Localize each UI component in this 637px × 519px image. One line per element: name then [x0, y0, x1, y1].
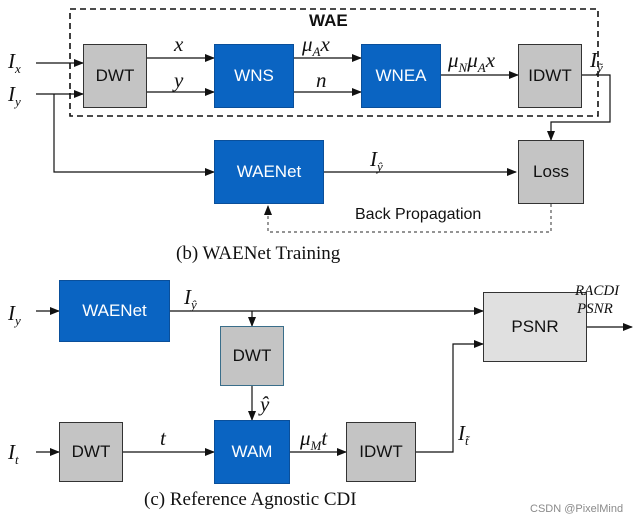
input-iy-inference: Iy: [8, 301, 21, 329]
backprop-label: Back Propagation: [355, 206, 482, 223]
signal-mu-n-mu-a-x: μNμAx: [448, 48, 496, 76]
signal-mu-m-t: μMt: [300, 426, 328, 454]
input-ix: Ix: [8, 49, 21, 77]
signal-mu-a-x: μAx: [302, 32, 330, 60]
waenet-block-inference: WAENet: [59, 280, 170, 342]
arrow-idwt-to-psnr: [416, 340, 484, 453]
arrow-idwt-to-loss: [547, 74, 611, 141]
signal-t: t: [160, 426, 166, 450]
psnr-block: PSNR: [483, 292, 587, 362]
waenet-block-training: WAENet: [214, 140, 324, 204]
arrow-backprop: [264, 204, 552, 233]
dwt-block-top: DWT: [220, 326, 284, 386]
signal-y: y: [174, 68, 184, 92]
output-racdi: RACDI: [575, 283, 620, 299]
watermark: CSDN @PixelMind: [530, 503, 624, 515]
wae-group-border: [69, 8, 599, 117]
wnea-block: WNEA: [361, 44, 441, 108]
signal-x: x: [174, 32, 184, 56]
input-it: It: [8, 440, 19, 468]
signal-n: n: [316, 68, 327, 92]
caption-inference: (c) Reference Agnostic CDI: [144, 489, 357, 510]
arrow-iy-to-waenet: [53, 94, 215, 176]
idwt-block-training: IDWT: [518, 44, 582, 108]
loss-block: Loss: [518, 140, 584, 204]
output-psnr: PSNR: [577, 301, 613, 317]
signal-i-ttilde: It̃: [458, 421, 469, 449]
idwt-block-inference: IDWT: [346, 422, 416, 482]
wns-block: WNS: [214, 44, 294, 108]
signal-i-yhat-inference: Iŷ: [184, 285, 197, 313]
signal-i-yhat-training: Iŷ: [370, 147, 383, 175]
signal-i-ytilde: Iỹ: [590, 48, 603, 76]
caption-training: (b) WAENet Training: [176, 243, 341, 264]
dwt-block-inference: DWT: [59, 422, 123, 482]
dwt-block-training: DWT: [83, 44, 147, 108]
signal-yhat: ŷ: [260, 392, 270, 416]
wam-block: WAM: [214, 420, 290, 484]
input-iy: Iy: [8, 82, 21, 110]
wae-group-title: WAE: [309, 11, 348, 30]
